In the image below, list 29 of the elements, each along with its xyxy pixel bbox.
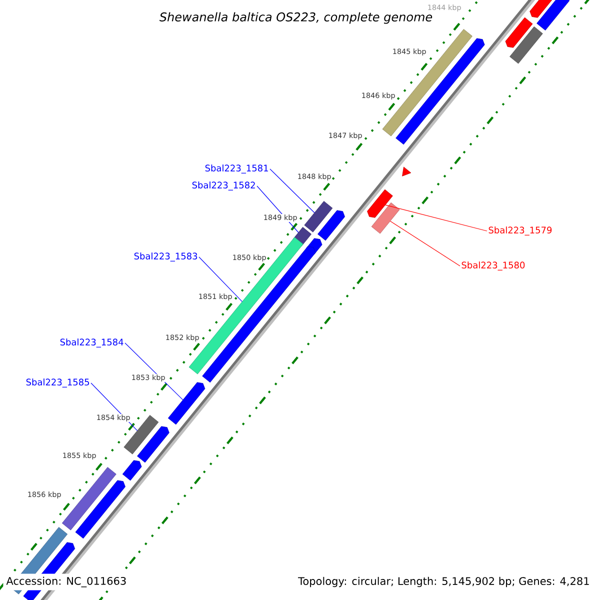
accession-text: Accession: NC_011663 xyxy=(3,574,130,590)
gene-segment xyxy=(137,426,170,463)
gene-label: Sbal223_1583 xyxy=(134,252,198,262)
leader-line xyxy=(198,256,243,302)
gene-label: Sbal223_1582 xyxy=(192,182,255,190)
gene-box xyxy=(304,201,333,232)
gene-label: Sbal223_1581 xyxy=(205,164,268,174)
gene-segment xyxy=(318,210,345,241)
gene-label: Sbal223_1580 xyxy=(462,262,525,270)
gene-segment xyxy=(75,480,126,539)
leader-line xyxy=(385,204,488,232)
genome-info-text: Topology: circular; Length: 5,145,902 bp; Genes: 4,281 xyxy=(295,574,593,590)
gene-marker xyxy=(402,166,412,176)
title: Shewanella baltica OS223, complete genome xyxy=(159,12,432,24)
gene-label: Sbal223_1579 xyxy=(488,226,552,236)
gene-segment xyxy=(536,0,570,30)
gene-segment xyxy=(367,189,393,218)
gene-bar xyxy=(382,29,472,136)
leader-line xyxy=(390,220,460,266)
gene-segment xyxy=(530,0,552,18)
gene-segment xyxy=(505,17,533,48)
gene-label: Sbal223_1584 xyxy=(60,338,124,348)
gene-box xyxy=(371,202,400,234)
gene-segment xyxy=(122,460,142,481)
gene-segment xyxy=(168,382,206,425)
leader-line xyxy=(270,168,315,214)
gene-box xyxy=(510,26,543,64)
gene-bar xyxy=(62,467,116,530)
gene-label: Sbal223_1585 xyxy=(26,378,89,388)
